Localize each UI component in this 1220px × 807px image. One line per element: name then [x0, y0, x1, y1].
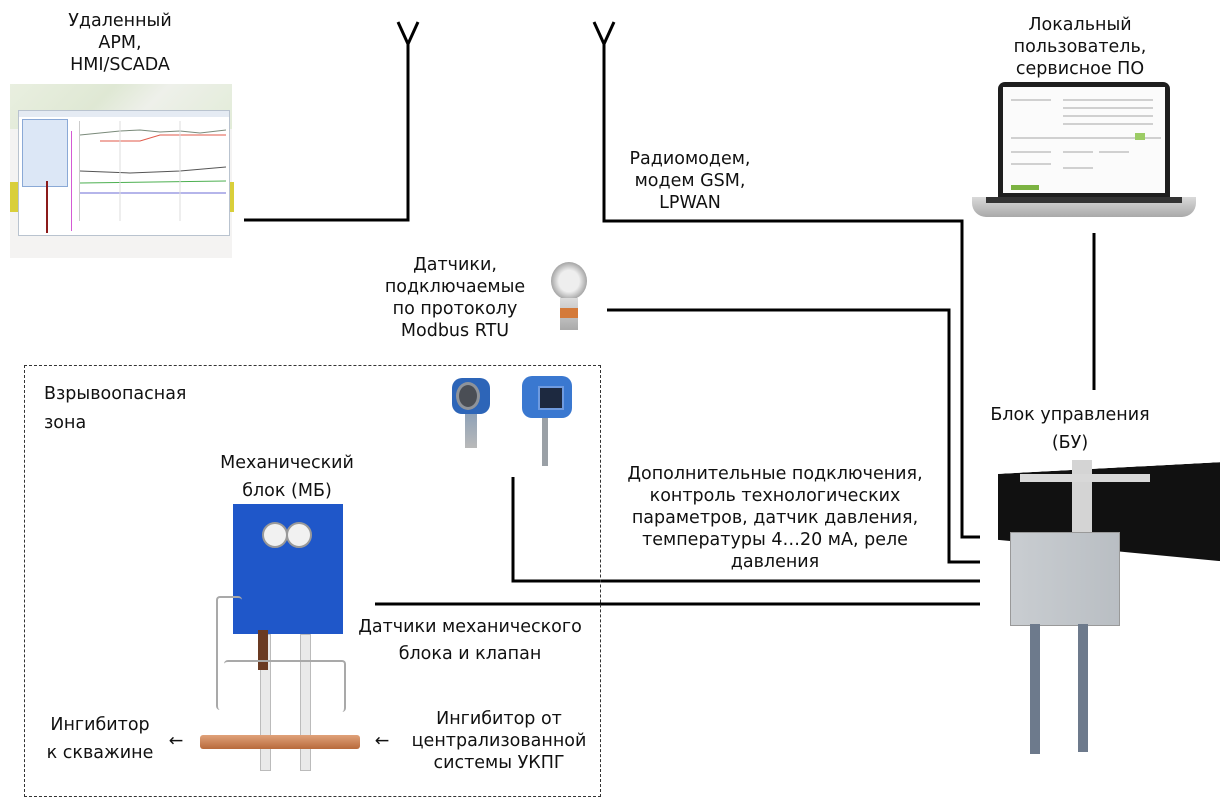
mb-gauge-left: [262, 522, 288, 548]
local-user-label: Локальный пользователь, сервисное ПО: [1013, 15, 1147, 79]
scada-yellow-strip-left: [10, 182, 18, 212]
scada-toolbar: [19, 111, 229, 117]
antenna-icon-2: [592, 21, 616, 48]
mech-block-label: Механический блок (МБ): [220, 453, 354, 501]
scada-trend-plot: [79, 121, 227, 221]
inhibitor-in-arrow: ←: [374, 731, 390, 751]
mech-sensors-label: Датчики механического блока и клапан: [358, 617, 582, 664]
hazard-zone-label: Взрывоопасная зона: [44, 384, 187, 433]
mb-blue-panel: [233, 504, 343, 634]
bu-cabinet: [1010, 532, 1120, 626]
scada-red-marker: [46, 181, 48, 233]
extra-connections-label: Дополнительные подключения, контроль тех…: [627, 464, 923, 572]
inhibitor-out-arrow: ←: [168, 731, 184, 751]
temperature-transmitter-image: [520, 376, 574, 468]
scada-trend-lines: [79, 121, 227, 221]
laptop-green-button: [1011, 185, 1039, 190]
mechanical-block-image: [200, 500, 360, 775]
wire-hmi-antenna: [244, 42, 410, 222]
laptop-green-indicator: [1135, 133, 1145, 140]
radio-modem-label: Радиомодем, модем GSM, LPWAN: [629, 149, 751, 213]
control-unit-label: Блок управления (БУ): [990, 405, 1150, 453]
scada-magenta-marker: [71, 131, 72, 231]
scada-legend: [22, 119, 68, 187]
laptop-keyboard: [986, 197, 1182, 203]
scada-screenshot: [10, 84, 234, 258]
inhibitor-in-label: Ингибитор от централизованной системы УК…: [411, 709, 587, 773]
hazard-zone-boundary: [24, 365, 601, 797]
laptop-screen-content: [1003, 87, 1165, 193]
antenna-icon-1: [396, 21, 420, 48]
laptop-service-software: [972, 82, 1196, 222]
inhibitor-out-label: Ингибитор к скважине: [46, 715, 154, 763]
remote-hmi-label: Удаленный АРМ, HMI/SCADA: [68, 11, 172, 75]
laptop-screen: [998, 82, 1170, 197]
mb-inhibitor-pipe: [200, 735, 360, 749]
mb-gauge-right: [286, 522, 312, 548]
modbus-sensor-image: [548, 262, 590, 340]
pressure-transmitter-image: [452, 378, 492, 450]
scada-trend-window: [18, 110, 230, 236]
control-unit-image: [990, 460, 1210, 760]
modbus-sensors-label: Датчики, подключаемые по протоколу Modbu…: [384, 255, 526, 341]
scada-yellow-strip-right: [228, 182, 234, 212]
